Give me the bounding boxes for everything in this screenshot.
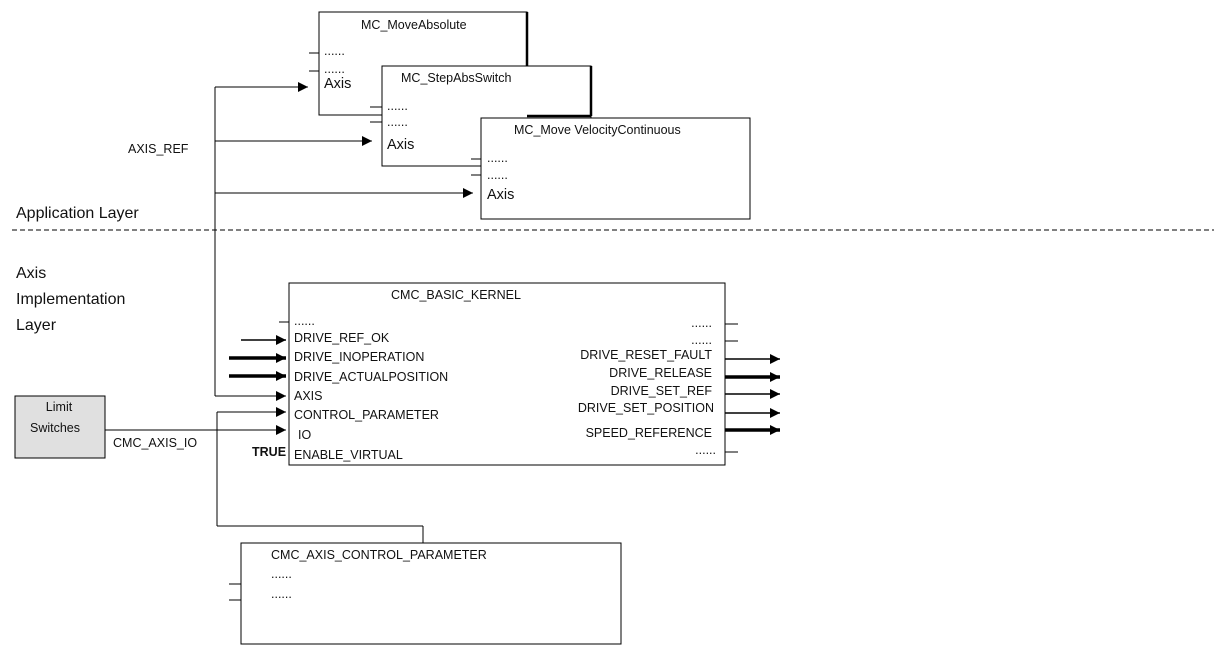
- kernel-input-drive-actualposition: DRIVE_ACTUALPOSITION: [294, 370, 448, 384]
- kernel-output: ......: [695, 443, 716, 457]
- axis-ref-label: AXIS_REF: [128, 142, 189, 156]
- mc-move-velocity-axis-input: Axis: [487, 187, 514, 203]
- axis-implementation-label-line1: Axis: [16, 265, 46, 282]
- kernel-input: ......: [294, 314, 315, 328]
- cmc-axis-io-label: CMC_AXIS_IO: [113, 436, 197, 450]
- mc-move-velocity-input: ......: [487, 151, 508, 165]
- kernel-true-constant: TRUE: [252, 445, 286, 459]
- mc-step-abs-switch-axis-input: Axis: [387, 137, 414, 153]
- control-parameter-input: ......: [271, 567, 292, 581]
- axis-implementation-label-line2: Implementation: [16, 291, 125, 308]
- mc-step-abs-switch-input: ......: [387, 99, 408, 113]
- kernel-output-speed-reference: SPEED_REFERENCE: [586, 426, 712, 440]
- cmc-basic-kernel-title: CMC_BASIC_KERNEL: [391, 288, 521, 302]
- kernel-output: ......: [691, 316, 712, 330]
- kernel-output-drive-release: DRIVE_RELEASE: [609, 366, 712, 380]
- mc-move-velocity-title: MC_Move VelocityContinuous: [514, 123, 681, 137]
- application-layer-label: Application Layer: [16, 205, 139, 222]
- control-parameter-input: ......: [271, 587, 292, 601]
- mc-move-velocity-input: ......: [487, 168, 508, 182]
- limit-switches-label-line1: Limit: [46, 400, 73, 414]
- mc-move-absolute-axis-input: Axis: [324, 76, 351, 92]
- kernel-input-axis: AXIS: [294, 389, 323, 403]
- mc-step-abs-switch-input: ......: [387, 115, 408, 129]
- axis-implementation-label-line3: Layer: [16, 317, 57, 334]
- kernel-output-drive-reset-fault: DRIVE_RESET_FAULT: [580, 348, 712, 362]
- kernel-input-control-parameter: CONTROL_PARAMETER: [294, 408, 439, 422]
- kernel-input-enable-virtual: ENABLE_VIRTUAL: [294, 448, 403, 462]
- kernel-input-drive-inoperation: DRIVE_INOPERATION: [294, 350, 424, 364]
- kernel-output-drive-set-position: DRIVE_SET_POSITION: [578, 401, 714, 415]
- mc-move-absolute-title: MC_MoveAbsolute: [361, 18, 467, 32]
- kernel-output: ......: [691, 333, 712, 347]
- kernel-input-io: IO: [298, 428, 311, 442]
- limit-switches-label-line2: Switches: [30, 421, 80, 435]
- limit-switches-block: Limit Switches: [14, 395, 106, 459]
- mc-move-absolute-input: ......: [324, 62, 345, 76]
- mc-move-velocity-block: MC_Move VelocityContinuous ...... ......…: [471, 117, 751, 220]
- mc-step-abs-switch-title: MC_StepAbsSwitch: [401, 71, 512, 85]
- cmc-axis-control-parameter-block: CMC_AXIS_CONTROL_PARAMETER ...... ......: [229, 542, 622, 645]
- kernel-output-drive-set-ref: DRIVE_SET_REF: [611, 384, 713, 398]
- kernel-input-drive-ref-ok: DRIVE_REF_OK: [294, 331, 390, 345]
- cmc-axis-control-parameter-title: CMC_AXIS_CONTROL_PARAMETER: [271, 548, 487, 562]
- mc-move-absolute-input: ......: [324, 44, 345, 58]
- cmc-basic-kernel-block: CMC_BASIC_KERNEL ...... DRIVE_REF_OK DRI…: [229, 282, 780, 466]
